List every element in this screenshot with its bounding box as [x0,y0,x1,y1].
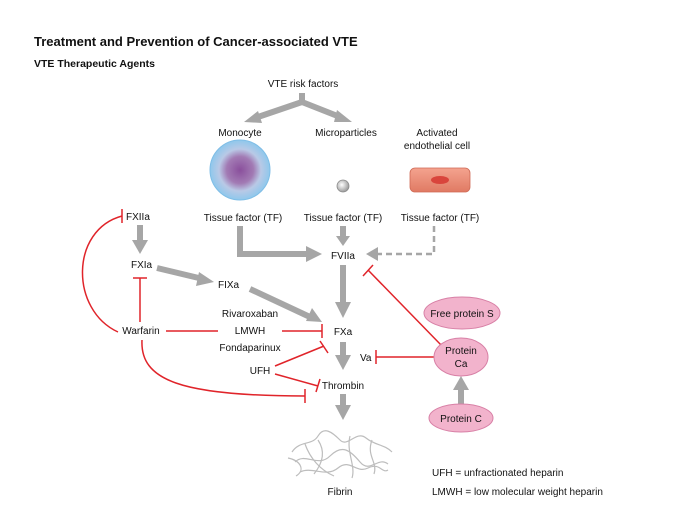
rivaroxaban-label: Rivaroxaban [222,309,278,320]
microparticle [336,179,350,193]
protein-c-node: Protein C [428,403,494,433]
protein-ca-label-line1: Protein [445,346,477,357]
free-protein-s-label: Free protein S [430,309,494,320]
lmwh-label: LMWH [235,326,266,337]
fondaparinux-label: Fondaparinux [219,343,280,354]
monocyte-cell [209,139,271,201]
legend-ufh: UFH = unfractionated heparin [432,468,563,479]
fxia-label: FXIa [131,260,153,271]
fxa-label: FXa [334,327,353,338]
page-subtitle: VTE Therapeutic Agents [34,58,155,70]
thrombin-label: Thrombin [322,381,364,392]
microparticles-label: Microparticles [315,128,377,139]
tf-monocyte-label: Tissue factor (TF) [204,213,283,224]
activated-label-line1: Activated [416,128,457,139]
gray-arrows [132,93,469,420]
va-label: Va [360,353,372,364]
free-protein-s-node: Free protein S [423,296,501,330]
dashed-arrow-endothelial [366,226,436,261]
monocyte-label: Monocyte [218,128,262,139]
activated-label-line2: endothelial cell [404,141,470,152]
fibrin-label: Fibrin [327,487,352,498]
vte-risk-factors-label: VTE risk factors [268,79,339,90]
fibrin-mesh [287,430,393,479]
warfarin-label: Warfarin [122,326,159,337]
fixa-label: FIXa [218,280,240,291]
tf-microparticles-label: Tissue factor (TF) [304,213,383,224]
page-title: Treatment and Prevention of Cancer-assoc… [34,34,358,49]
endothelial-cell [409,167,471,193]
fviia-label: FVIIa [331,251,355,262]
fxiia-label: FXIIa [126,212,150,223]
ufh-label: UFH [250,366,271,377]
inhibition-lines [81,209,443,403]
protein-ca-label-line2: Ca [455,359,468,370]
tf-endothelial-label: Tissue factor (TF) [401,213,480,224]
protein-c-label: Protein C [440,414,482,425]
protein-ca-node: Protein Ca [433,337,489,377]
legend-lmwh: LMWH = low molecular weight heparin [432,487,603,498]
